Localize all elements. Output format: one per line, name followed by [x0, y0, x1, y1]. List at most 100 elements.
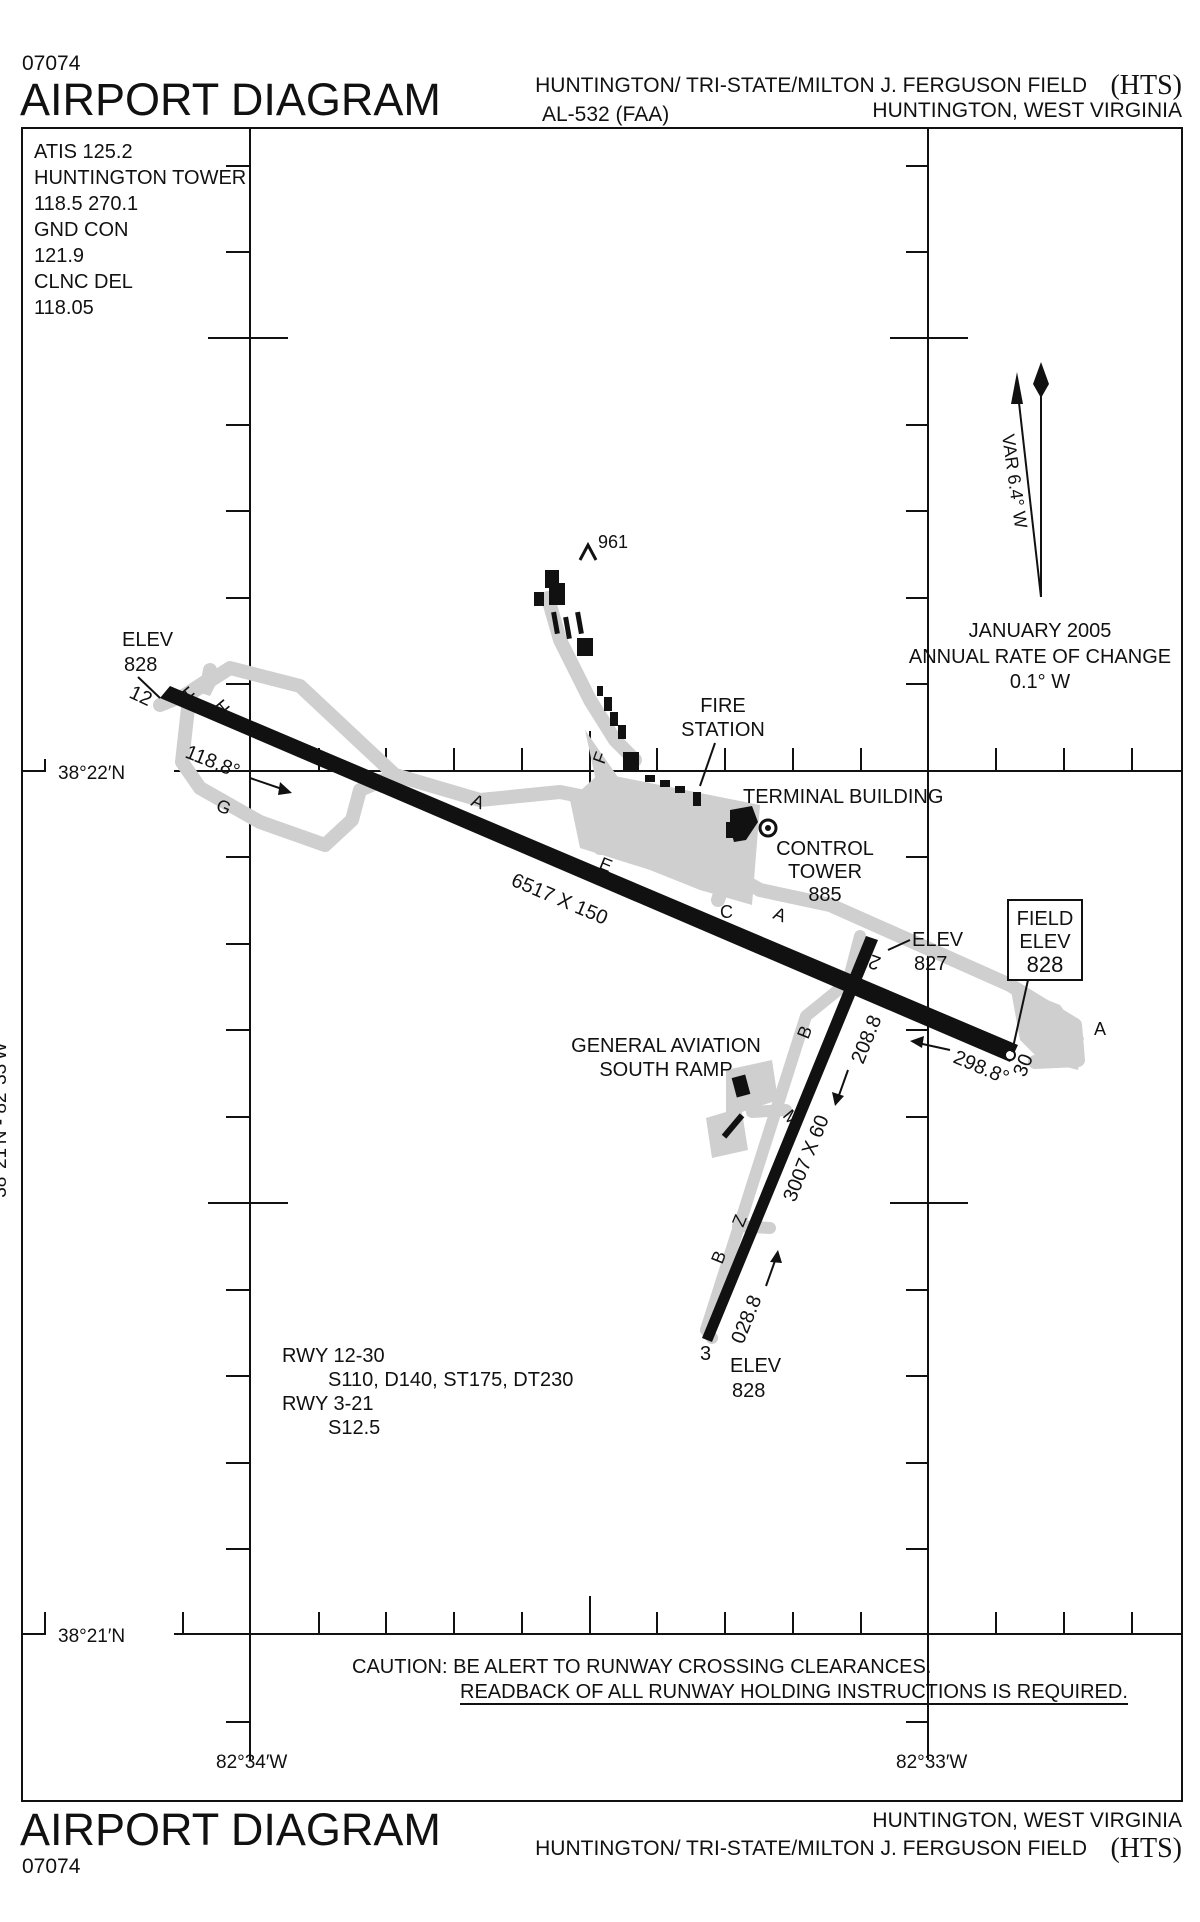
side-coordinate-label: 38°21'N - 82°33'W [0, 1042, 11, 1198]
control-tower-icon [758, 818, 778, 838]
runway-21-heading-arrow-icon [832, 1092, 844, 1106]
procedure-id: AL-532 (FAA) [542, 103, 669, 126]
taxiway-g [175, 701, 402, 852]
runway-21-elev-label: ELEV [912, 929, 964, 951]
hangar-building [563, 616, 572, 640]
frequency-line: GND CON [34, 219, 128, 241]
shed-building [610, 712, 618, 726]
control-tower-label-line1: CONTROL [776, 838, 874, 860]
runway-21-heading-arrow [837, 1069, 849, 1099]
runway-3-elev-value: 828 [732, 1380, 765, 1402]
rwy-3-21-designation: RWY 3-21 [282, 1393, 374, 1415]
frequency-line: ATIS 125.2 [34, 141, 133, 163]
frequency-line: 118.05 [34, 297, 94, 319]
terminal-building [730, 806, 758, 842]
lat-label-bg-north [46, 760, 174, 784]
airport-id-top: (HTS) [1110, 70, 1182, 101]
runway-30-heading-arrow [917, 1042, 951, 1051]
runway-21-heading: 208.8 [847, 1012, 886, 1067]
runway-3-21 [702, 936, 878, 1342]
taxiway-label: A [771, 903, 790, 926]
runway-12-30-surface [160, 686, 1018, 1062]
shed-building [597, 686, 603, 696]
chart-number-top: 07074 [22, 52, 81, 75]
field-elev-line2: ELEV [1019, 931, 1071, 953]
city-state-bottom: HUNTINGTON, WEST VIRGINIA [872, 1809, 1182, 1832]
terminal-building [726, 822, 736, 838]
hangar-building [551, 611, 560, 635]
runway-3-heading-arrow-icon [770, 1250, 782, 1263]
terminal-apron [570, 773, 760, 905]
runway-3-elev-label: ELEV [730, 1355, 782, 1377]
magnetic-north-arrow-icon [1011, 372, 1023, 404]
taxiway-label: A [1094, 1019, 1106, 1039]
shed-building [604, 697, 612, 711]
ga-ramp-label-line1: GENERAL AVIATION [571, 1035, 761, 1057]
runway-21-elev-leader [887, 939, 911, 951]
shed-building [618, 725, 626, 739]
runway-21-elev-value: 827 [914, 953, 947, 975]
terminal-concourse [645, 775, 655, 782]
runway-3-heading-arrow [765, 1257, 777, 1287]
taxiway-label: G [214, 795, 234, 819]
longitude-label-east: 82°33′W [896, 1752, 967, 1773]
magnetic-north-line [1016, 384, 1042, 598]
terminal-concourse [660, 780, 670, 787]
magnetic-variation: VAR 6.4° W JANUARY 2005 ANNUAL RATE OF C… [909, 362, 1171, 693]
airport-name-top: HUNTINGTON/ TRI-STATE/MILTON J. FERGUSON… [535, 74, 1087, 97]
rate-of-change-value: 0.1° W [1010, 671, 1070, 693]
latitude-label-south: 38°21′N [58, 1626, 125, 1647]
north-apron-connector [585, 730, 650, 800]
caution-line2: READBACK OF ALL RUNWAY HOLDING INSTRUCTI… [460, 1681, 1128, 1703]
airport-name-bottom: HUNTINGTON/ TRI-STATE/MILTON J. FERGUSON… [535, 1837, 1087, 1860]
city-state-top: HUNTINGTON, WEST VIRGINIA [872, 99, 1182, 122]
field-elevation-point-icon [1004, 1049, 1016, 1061]
frequency-line: CLNC DEL [34, 271, 133, 293]
caution-line1: CAUTION: BE ALERT TO RUNWAY CROSSING CLE… [352, 1656, 931, 1678]
runway-strength-notes: RWY 12-30 S110, D140, ST175, DT230 RWY 3… [282, 1345, 573, 1439]
hangar-building [577, 638, 593, 656]
hangar-building [575, 611, 584, 635]
taxiway-b [700, 930, 866, 1336]
frequency-line: HUNTINGTON TOWER [34, 167, 246, 189]
page-title: AIRPORT DIAGRAM [20, 74, 441, 125]
control-tower-label-line2: TOWER [788, 861, 862, 883]
taxiway-m [746, 1104, 792, 1118]
longitude-label-west: 82°34′W [216, 1752, 287, 1773]
airport-id-bottom: (HTS) [1110, 1833, 1182, 1864]
obstacle-icon [578, 541, 598, 561]
rwy-12-30-designation: RWY 12-30 [282, 1345, 385, 1367]
runway-12-elev-leader [137, 676, 161, 699]
taxiway-label: C [720, 902, 733, 922]
runway-12-id: 12 [126, 682, 155, 711]
lat-label-bg-south [46, 1623, 174, 1647]
rwy-3-21-strength: S12.5 [328, 1417, 380, 1439]
chart-number-bottom: 07074 [22, 1855, 81, 1878]
runway-12-elev-value: 828 [124, 654, 157, 676]
buildings [534, 570, 758, 1139]
cargo-building [549, 583, 565, 605]
cargo-building [534, 592, 544, 606]
frequency-line: 118.5 270.1 [34, 193, 138, 215]
terminal-concourse [693, 792, 701, 806]
true-north-star-icon [1033, 362, 1049, 398]
runway-3-heading: 028.8 [727, 1292, 766, 1347]
terminal-building-label: TERMINAL BUILDING [743, 786, 943, 808]
field-elev-leader [1011, 979, 1029, 1053]
runway-12-holding-pad [192, 668, 222, 696]
runway-3-id: 3 [700, 1343, 711, 1365]
runway-12-elev-label: ELEV [122, 629, 174, 651]
control-tower-elevation: 885 [808, 884, 841, 906]
fire-station-building [623, 752, 639, 770]
runway-12-heading-arrow-icon [278, 782, 292, 795]
variation-label: VAR 6.4° W [998, 433, 1031, 530]
latitude-label-north: 38°22′N [58, 763, 125, 784]
ga-ramp-label-line2: SOUTH RAMP [599, 1059, 732, 1081]
fire-station-label-line1: FIRE [700, 695, 746, 717]
fire-station-label-line2: STATION [681, 719, 765, 741]
obstacle-elevation: 961 [598, 532, 628, 552]
terminal-concourse [675, 786, 685, 793]
